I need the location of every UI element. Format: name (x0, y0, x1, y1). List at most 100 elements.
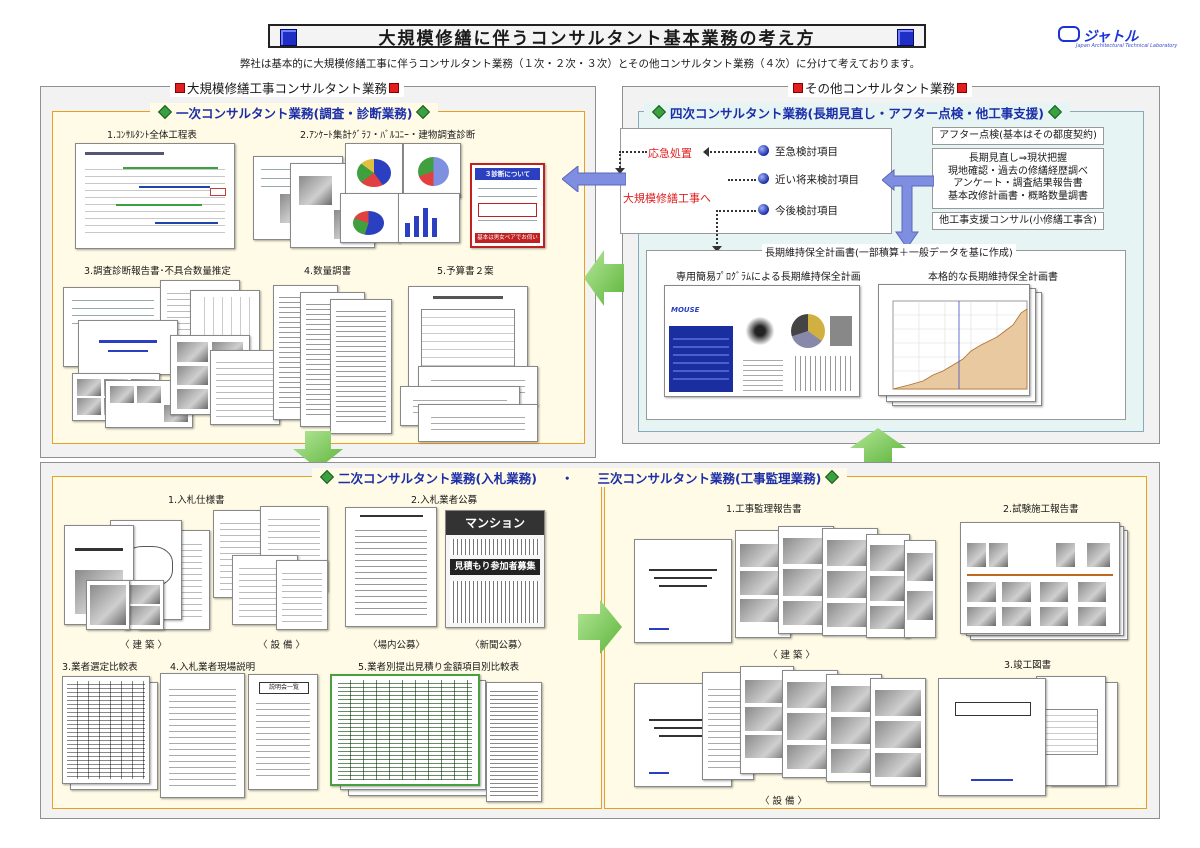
survey-notice-footer: 基本は男女ペアでお伺いします。 (475, 233, 540, 246)
newspaper-ad: マンション 見積もり参加者募集 (445, 510, 545, 628)
third-item-2: 2.試験施工報告書 (1003, 504, 1079, 515)
after-check-box: アフター点検(基本はその都度契約) (932, 127, 1104, 145)
green-diamond-icon (319, 469, 335, 485)
dotted-arrow-down-2-head (712, 246, 722, 252)
review-line-2: 現地確認・過去の修繕経歴調べ (948, 165, 1088, 177)
page-title: 大規模修繕に伴うコンサルタント基本業務の考え方 (378, 28, 816, 49)
blue-dot-icon (758, 145, 769, 156)
green-arrow-up-icon (850, 428, 906, 464)
program-screenshot: MOUSE (664, 285, 860, 397)
dotted-arrow-down-1-v (619, 151, 621, 171)
dotted-arrow-down-2-h (716, 210, 756, 212)
survey-notice: ３診断について 基本は男女ペアでお伺いします。 (470, 163, 545, 248)
long-term-right-label: 本格的な長期維持保全計画書 (928, 272, 1058, 283)
estimate-table (330, 674, 480, 786)
second-item-2: 2.入札業者公募 (411, 495, 478, 506)
completion-doc-back-1 (1036, 676, 1106, 786)
first-item-3: 3.調査診断報告書･不具合数量推定 (84, 266, 231, 277)
first-item-1: 1.ｺﾝｻﾙﾀﾝﾄ全体工程表 (107, 130, 197, 141)
dotted-arrow-left-1-head (703, 147, 709, 157)
dotted-link-2 (728, 179, 756, 181)
survey-graph-1 (345, 143, 403, 195)
third-item-3: 3.竣工図書 (1004, 660, 1052, 671)
second-item-3: 3.業者選定比較表 (62, 662, 138, 673)
site-explain-doc-1 (160, 673, 245, 798)
first-item-5: 5.予算書２案 (437, 266, 494, 277)
survey-graph-3 (340, 193, 400, 243)
second-item-1: 1.入札仕様書 (168, 495, 225, 506)
internal-notice-doc (345, 507, 437, 627)
newspaper-masthead: マンション (446, 511, 544, 535)
program-name: MOUSE (671, 306, 700, 314)
green-diamond-icon (157, 104, 173, 120)
estimate-table-right (486, 682, 542, 802)
third-item-1: 1.工事監理報告書 (726, 504, 802, 515)
first-consult-heading: 一次コンサルタント業務(調査・診断業務) (150, 103, 439, 122)
bottom-consult-heading: 二次コンサルタント業務(入札業務)・三次コンサルタント業務(工事監理業務) (312, 468, 848, 487)
check-item-future: 今後検討項目 (758, 203, 838, 218)
right-panel-heading: その他コンサルタント業務 (788, 78, 973, 97)
review-line-4: 基本改修計画書・概略数量調書 (948, 190, 1088, 202)
green-arrow-right-icon (578, 600, 622, 654)
red-square-icon (389, 83, 400, 93)
site-explain-doc-2: 説明会一覧 (248, 674, 318, 790)
subtitle: 弊社は基本的に大規模修繕工事に伴うコンサルタント業務（１次・２次・３次）とその他… (239, 58, 921, 70)
company-logo: ジャトル (1058, 26, 1168, 48)
fourth-consult-heading: 四次コンサルタント業務(長期見直し・アフター点検・他工事支援) (644, 103, 1070, 122)
third-paren-equip: 〈 設 備 〉 (760, 796, 808, 807)
survey-graph-4 (398, 193, 460, 243)
title-box: 大規模修繕に伴うコンサルタント基本業務の考え方 (268, 24, 926, 49)
other-support-box: 他工事支援コンサル(小修繕工事含) (932, 212, 1104, 230)
check-item-urgent: 至急検討項目 (758, 144, 838, 159)
second-paren-arch: 〈 建 築 〉 (120, 640, 168, 651)
dotted-arrow-left-1 (706, 151, 756, 153)
trial-report (960, 522, 1120, 634)
newspaper-headline: 見積もり参加者募集 (450, 559, 540, 575)
long-term-title: 長期維持保全計画書(一部積算＋一般データを基に作成) (762, 244, 1016, 259)
supervision-arch-page-5 (904, 540, 936, 638)
survey-graph-2 (403, 143, 461, 198)
completion-doc (938, 678, 1046, 796)
explain-title: 説明会一覧 (259, 681, 309, 694)
diagnosis-doc-4 (210, 350, 280, 425)
spec-doc-equip-4 (276, 560, 328, 630)
check-items-box (620, 128, 892, 234)
second-item-4: 4.入札業者現場説明 (170, 662, 256, 673)
green-diamond-icon (1047, 104, 1063, 120)
first-item-2: 2.ｱﾝｹｰﾄ集計ｸﾞﾗﾌ・ﾊﾞﾙｺﾆｰ・建物調査診断 (300, 130, 476, 141)
second-paren-internal: 〈場内公募〉 (368, 640, 426, 651)
first-item-4: 4.数量調書 (304, 266, 352, 277)
green-diamond-icon (416, 104, 431, 120)
to-large-repair-label: 大規模修繕工事へ (623, 192, 711, 205)
long-term-chart (878, 284, 1030, 396)
dotted-arrow-down-1 (619, 151, 647, 153)
review-line-1: 長期見直し⇒現状把握 (968, 153, 1068, 164)
dotted-arrow-down-1-head (615, 168, 625, 174)
spec-doc-arch-front-2 (124, 580, 164, 630)
spec-doc-arch-front-1 (86, 580, 130, 630)
green-arrow-left-icon (584, 250, 624, 306)
schedule-arrow-icon (210, 188, 226, 196)
check-item-near-future: 近い将来検討項目 (758, 172, 859, 187)
blue-dot-icon (758, 204, 769, 215)
blue-arrow-left-icon (562, 166, 626, 192)
review-box: 長期見直し⇒現状把握 現地確認・過去の修繕経歴調べ アンケート・調査結果報告書 … (932, 148, 1104, 209)
supervision-equip-page-4 (826, 674, 882, 782)
logo-mark-icon (1058, 26, 1080, 42)
quantity-doc-3 (330, 299, 392, 434)
dotted-arrow-down-2-v (716, 210, 718, 248)
blue-dot-icon (758, 173, 769, 184)
second-paren-equip: 〈 設 備 〉 (258, 640, 306, 651)
supervision-equip-page-5 (870, 678, 926, 786)
logo-subtext: Japan Architectural Technical Laboratory (1076, 43, 1178, 49)
budget-doc-4 (418, 404, 538, 442)
second-item-5: 5.業者別提出見積り金額項目別比較表 (358, 662, 520, 673)
supervision-arch-page-4 (866, 534, 910, 638)
survey-notice-title: ３診断について (475, 168, 540, 180)
green-arrow-down-icon (293, 431, 343, 469)
review-line-3: アンケート・調査結果報告書 (953, 178, 1083, 189)
emergency-label: 応急処置 (648, 147, 692, 160)
long-term-left-label: 専用簡易ﾌﾟﾛｸﾞﾗﾑによる長期維持保全計画 (676, 272, 861, 283)
blue-arrow-down-left-icon (882, 168, 934, 248)
red-square-icon (793, 83, 803, 93)
